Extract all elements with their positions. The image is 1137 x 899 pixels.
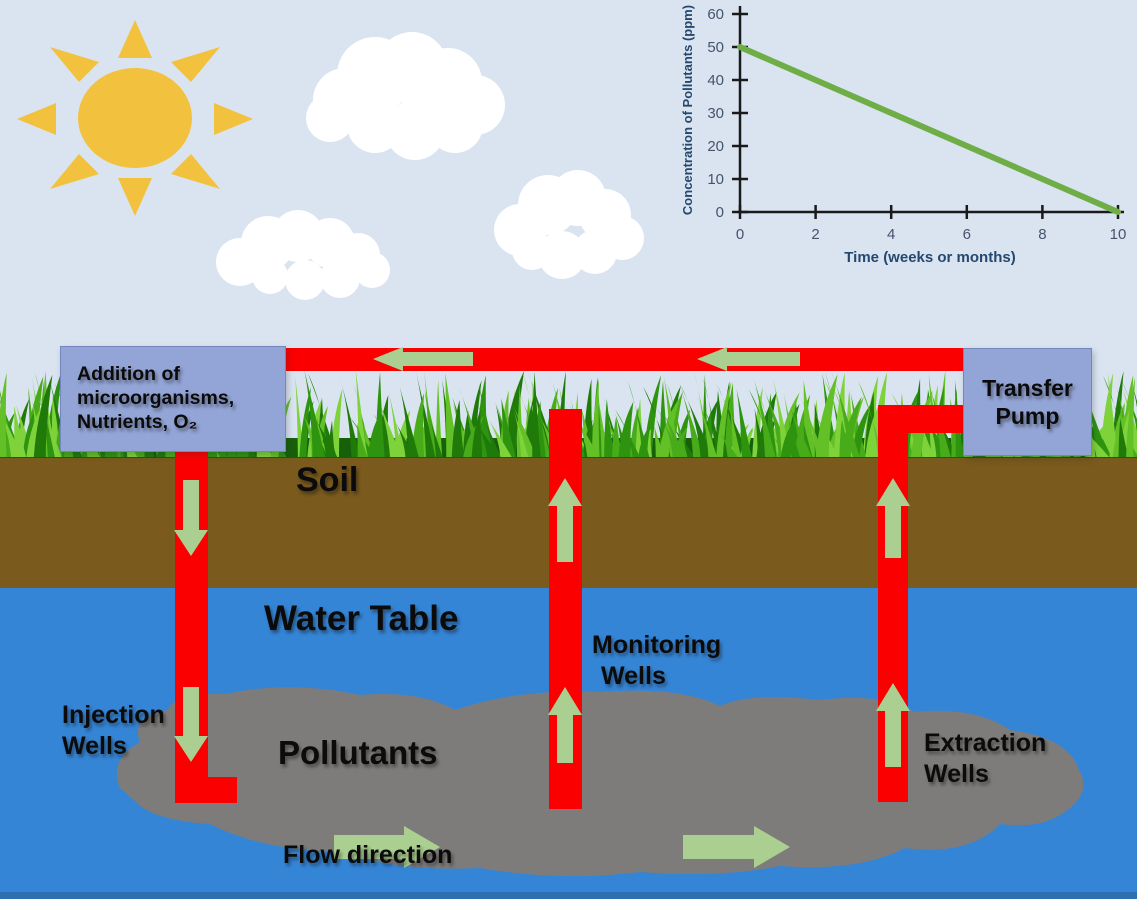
- addition-box-line: Addition of: [77, 363, 180, 386]
- pollutants-label: Pollutants: [278, 734, 438, 771]
- svg-text:6: 6: [963, 226, 971, 243]
- monitoring-wells-line: Wells: [601, 662, 666, 690]
- transfer-pipe-horizontal: [264, 348, 966, 371]
- svg-text:10: 10: [707, 171, 724, 188]
- extraction-wells-line: Extraction: [924, 729, 1047, 757]
- pollutant-plume: [116, 687, 1084, 877]
- svg-text:2: 2: [811, 226, 819, 243]
- addition-box-line: Nutrients, O₂: [77, 410, 198, 433]
- extraction-arrow-up-icon: [876, 683, 910, 767]
- addition-of-microorganisms-box: Addition of microorganisms, Nutrients, O…: [60, 346, 286, 452]
- svg-text:8: 8: [1038, 226, 1046, 243]
- svg-text:30: 30: [707, 105, 724, 122]
- svg-text:0: 0: [736, 226, 744, 243]
- extraction-wells-label: Extraction Wells: [924, 728, 1046, 790]
- flow-direction-label: Flow direction: [283, 841, 453, 869]
- extraction-wells-line: Wells: [924, 760, 989, 788]
- cloud-icon: [494, 170, 644, 279]
- svg-text:60: 60: [707, 6, 724, 23]
- injection-wells-line: Injection: [62, 701, 165, 729]
- svg-text:0: 0: [716, 204, 724, 221]
- water-table-label: Water Table: [264, 599, 459, 638]
- groundwater-flow-arrow-icon: [683, 826, 790, 868]
- transfer-box-line: Pump: [995, 403, 1060, 429]
- chart-canvas: 0 10 20 30 40 50 60 0 2 4 6 8 10 Concentration of Pol…: [680, 5, 1127, 266]
- injection-wells-line: Wells: [62, 732, 127, 760]
- cloud-icon: [306, 32, 505, 160]
- svg-text:50: 50: [707, 39, 724, 56]
- pollutant-concentration-chart: 0 10 20 30 40 50 60 0 2 4 6 8 10 Concentration of Pol…: [660, 0, 1137, 278]
- monitoring-wells-line: Monitoring: [592, 631, 722, 659]
- injection-well-pipe-foot: [175, 777, 237, 803]
- svg-text:20: 20: [707, 138, 724, 155]
- injection-wells-label: Injection Wells: [62, 700, 165, 762]
- injection-arrow-down-icon: [174, 687, 208, 762]
- cloud-icon: [216, 210, 390, 300]
- pipe-arrow-left-icon: [697, 347, 800, 371]
- injection-arrow-down-icon: [174, 480, 208, 556]
- svg-text:40: 40: [707, 72, 724, 89]
- bottom-edge-strip: [0, 892, 1137, 899]
- soil-label: Soil: [296, 461, 359, 499]
- flow-arrows: [174, 347, 910, 868]
- extraction-arrow-up-icon: [876, 478, 910, 558]
- sun-icon: [17, 20, 253, 216]
- monitoring-arrow-up-icon: [548, 478, 582, 562]
- svg-text:Time (weeks or months): Time (weeks or months): [844, 249, 1015, 266]
- svg-text:10: 10: [1110, 226, 1127, 243]
- groundwater-flow-arrow-icon: [334, 826, 440, 868]
- monitoring-wells-label: Monitoring Wells: [592, 630, 721, 692]
- extraction-well-pipe-bend: [878, 405, 963, 433]
- monitoring-arrow-up-icon: [548, 687, 582, 763]
- transfer-pump-box: Transfer Pump: [963, 348, 1092, 456]
- svg-text:Concentration of Pollutants (p: Concentration of Pollutants (ppm): [680, 5, 695, 215]
- transfer-box-line: Transfer: [982, 374, 1073, 401]
- pipe-arrow-left-icon: [373, 347, 473, 371]
- svg-text:4: 4: [887, 226, 895, 243]
- addition-box-line: microorganisms,: [77, 387, 235, 410]
